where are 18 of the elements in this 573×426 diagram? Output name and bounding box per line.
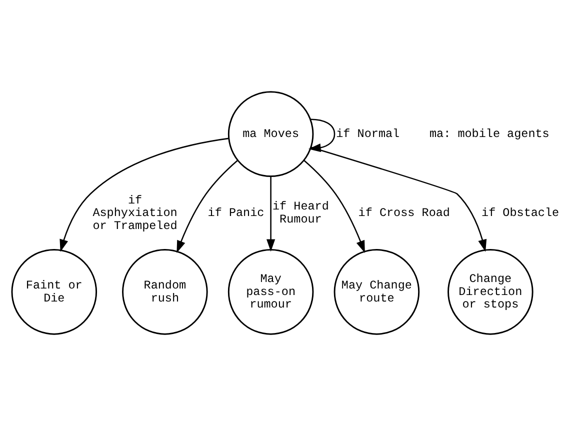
label: ma: mobile agents bbox=[430, 127, 550, 142]
arrow bbox=[176, 160, 238, 253]
node-circle: May Change route bbox=[334, 249, 420, 335]
arrow bbox=[60, 138, 229, 252]
arrow bbox=[304, 160, 365, 253]
edge-label: if Asphyxiation or Trampeled bbox=[92, 193, 178, 233]
node-circle: Change Direction or stops bbox=[448, 249, 534, 335]
edge-label: if Heard Rumour bbox=[272, 200, 329, 226]
node-circle: May pass-on rumour bbox=[228, 249, 314, 335]
node-circle: ma Moves bbox=[228, 91, 314, 177]
edge-label: if Normal bbox=[336, 127, 400, 142]
arrow bbox=[266, 176, 276, 252]
edge-label: if Obstacle bbox=[482, 206, 560, 220]
edge-label: if Panic bbox=[208, 206, 264, 220]
arrow bbox=[310, 146, 487, 252]
node-circle: Random rush bbox=[122, 249, 208, 335]
node-circle: Faint or Die bbox=[11, 249, 98, 335]
edge-label: if Cross Road bbox=[358, 206, 450, 220]
